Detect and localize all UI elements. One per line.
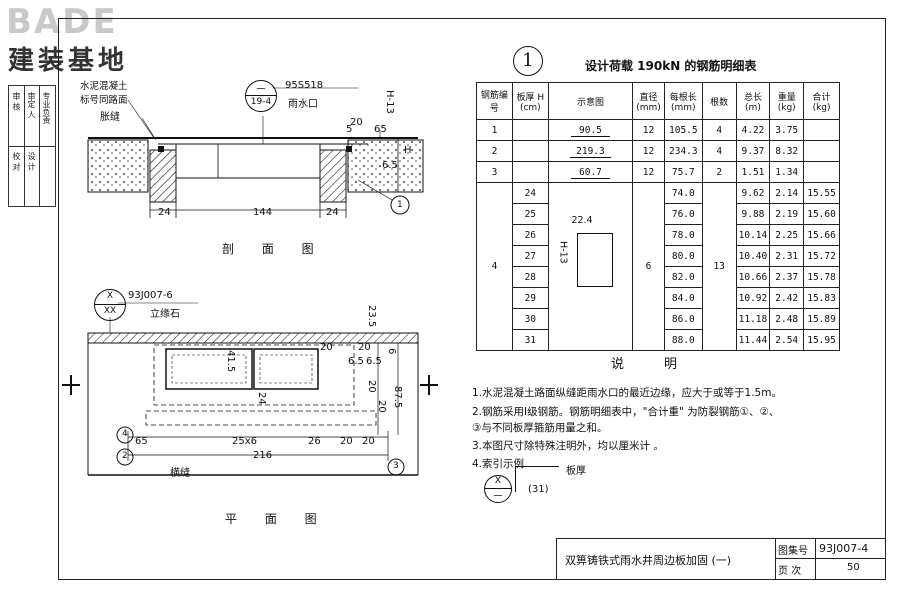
brand-logo: BADE bbox=[6, 2, 118, 42]
dim-65: 65 bbox=[374, 124, 387, 135]
index-example-sub: (31) bbox=[528, 484, 549, 495]
header-sum: 合计 (kg) bbox=[803, 82, 840, 120]
note-2-cont: ③与不同板厚箍筋用量之和。 bbox=[472, 422, 608, 434]
dim-h-13: H-13 bbox=[384, 90, 395, 114]
dim-25x6: 25x6 bbox=[232, 436, 258, 447]
note-2: 2.钢筋采用Ⅰ级钢筋。钢筋明细表中，"合计重" 为防裂钢筋①、②、 bbox=[472, 406, 780, 418]
section-view-drawing bbox=[87, 87, 424, 218]
label-transverse-joint: 横缝 bbox=[170, 468, 190, 479]
callout-1: 1 bbox=[397, 200, 403, 210]
dim-20-e: 20 bbox=[340, 436, 353, 447]
approval-strip: 审 核 审定 人 专业负责 校 对 设 计 bbox=[8, 85, 56, 207]
strip-label-review: 审 核 bbox=[12, 92, 21, 111]
title-block: 双箅铸铁式雨水井周边板加固 (一) 图集号 93J007-4 页 次 50 bbox=[556, 538, 885, 579]
drawing-frame bbox=[58, 18, 886, 580]
dim-5: 5 bbox=[346, 124, 353, 135]
plan-view-drawing bbox=[62, 302, 438, 476]
table-header-row: 钢筋编号 板厚 H (cm) 示意图 直径 (mm) 每根长 (mm) 根数 总… bbox=[476, 82, 840, 120]
header-length: 每根长 (mm) bbox=[663, 82, 703, 120]
dim-26: 26 bbox=[308, 436, 321, 447]
page-label: 页 次 bbox=[778, 566, 802, 577]
dim-h: H bbox=[404, 145, 412, 156]
table-row: 26 78.0 10.14 2.25 15.66 bbox=[477, 224, 840, 246]
label-curbstone: 立缘石 bbox=[150, 309, 180, 320]
dim-23-5: 23.5 bbox=[366, 305, 377, 328]
table-row: 25 76.0 9.88 2.19 15.60 bbox=[477, 203, 840, 225]
table-row: 31 88.0 11.44 2.54 15.95 bbox=[477, 329, 840, 351]
note-3: 3.本图尺寸除特殊注明外，均以厘米计 。 bbox=[472, 440, 664, 452]
dim-144: 144 bbox=[253, 207, 273, 218]
label-concrete: 水泥混凝土 bbox=[80, 81, 128, 92]
atlas-label: 图集号 bbox=[778, 546, 808, 557]
dim-24-right: 24 bbox=[326, 207, 339, 218]
brand-logo-cn: 建装基地 bbox=[8, 46, 129, 76]
callout-2: 2 bbox=[122, 451, 128, 461]
dim-20-b: 20 bbox=[358, 342, 371, 353]
sketch-bar-1: 90.5 bbox=[547, 119, 634, 141]
notes-title: 说明 bbox=[611, 357, 718, 372]
dim-24-left: 24 bbox=[158, 207, 171, 218]
table-row: 3 60.7 12 75.7 2 1.51 1.34 bbox=[476, 161, 840, 183]
page-number: 50 bbox=[847, 562, 860, 573]
header-thickness: 板厚 H (cm) bbox=[511, 82, 549, 120]
dim-20-c: 20 bbox=[366, 380, 377, 393]
label-concrete-grade: 标号同路面 bbox=[80, 95, 128, 106]
table-row: 27 80.0 10.40 2.31 15.72 bbox=[477, 245, 840, 267]
header-bar-no: 钢筋编号 bbox=[476, 82, 513, 120]
index-example-circle: X 一 bbox=[484, 475, 512, 503]
rebar-schedule-table: 钢筋编号 板厚 H (cm) 示意图 直径 (mm) 每根长 (mm) 根数 总… bbox=[476, 82, 840, 351]
sketch-bar-3: 60.7 bbox=[547, 161, 634, 183]
dim-216: 216 bbox=[253, 450, 273, 461]
plan-ref-circle: X XX bbox=[94, 289, 126, 321]
section-ref-circle: 一 19-4 bbox=[245, 80, 277, 112]
drawing-title: 双箅铸铁式雨水井周边板加固 (一) bbox=[565, 554, 732, 567]
note-1: 1.水泥混凝土路面纵缝距雨水口的最近边缘，应大于或等于1.5m。 bbox=[472, 387, 782, 399]
dim-6: 6 bbox=[386, 348, 397, 355]
callout-3: 3 bbox=[393, 461, 399, 471]
strip-label-lead: 专业负责 bbox=[42, 92, 51, 124]
label-rain-inlet: 雨水口 bbox=[288, 99, 318, 110]
header-diameter: 直径 (mm) bbox=[632, 82, 665, 120]
plan-caption: 平 面 图 bbox=[225, 512, 329, 526]
dim-20-f: 20 bbox=[362, 436, 375, 447]
table-row: 28 82.0 10.66 2.37 15.78 bbox=[477, 266, 840, 288]
strip-label-approve: 审定 人 bbox=[27, 92, 36, 119]
label-expansion-joint: 胀缝 bbox=[100, 112, 120, 123]
sketch-bar-2: 219.3 bbox=[547, 140, 634, 162]
header-sketch: 示意图 bbox=[547, 82, 634, 120]
dim-6-5-a: 6.5 bbox=[348, 356, 364, 367]
header-weight: 重量 (kg) bbox=[769, 82, 805, 120]
dim-24: 24 bbox=[256, 392, 267, 405]
label-plan-ref-standard: 93J007-6 bbox=[128, 290, 173, 301]
table-row: 4 24 22.4 H-13 6 74.0 13 9.62 2.14 15.55 bbox=[476, 182, 840, 351]
dim-87-5: 87.5 bbox=[392, 386, 403, 409]
sketch-stirrup-4: 22.4 H-13 bbox=[547, 182, 634, 351]
table-title: 设计荷载 190kN 的钢筋明细表 bbox=[585, 59, 757, 73]
atlas-number: 93J007-4 bbox=[819, 542, 869, 555]
dim-41-5: 41.5 bbox=[225, 350, 236, 373]
strip-label-design: 设 计 bbox=[27, 152, 36, 171]
table-row: 2 219.3 12 234.3 4 9.37 8.32 bbox=[476, 140, 840, 162]
label-ref-standard: 95S518 bbox=[285, 80, 324, 91]
table-row: 30 86.0 11.18 2.48 15.89 bbox=[477, 308, 840, 330]
dim-20: 20 bbox=[350, 117, 363, 128]
header-total-length: 总长 (m) bbox=[735, 82, 771, 120]
index-example-label: 板厚 bbox=[566, 466, 586, 477]
dim-6-5: 6.5 bbox=[382, 160, 398, 171]
section-caption: 剖 面 图 bbox=[222, 242, 326, 256]
table-row: 1 90.5 12 105.5 4 4.22 3.75 bbox=[476, 119, 840, 141]
table-number-circle: 1 bbox=[513, 46, 543, 76]
dim-65: 65 bbox=[135, 436, 148, 447]
dim-20-a: 20 bbox=[320, 342, 333, 353]
note-4: 4.索引示例 bbox=[472, 458, 525, 470]
callout-4: 4 bbox=[122, 429, 128, 439]
dim-20-d: 20 bbox=[376, 400, 387, 413]
strip-label-check: 校 对 bbox=[12, 152, 21, 171]
header-count: 根数 bbox=[701, 82, 737, 120]
dim-6-5-b: 6.5 bbox=[366, 356, 382, 367]
